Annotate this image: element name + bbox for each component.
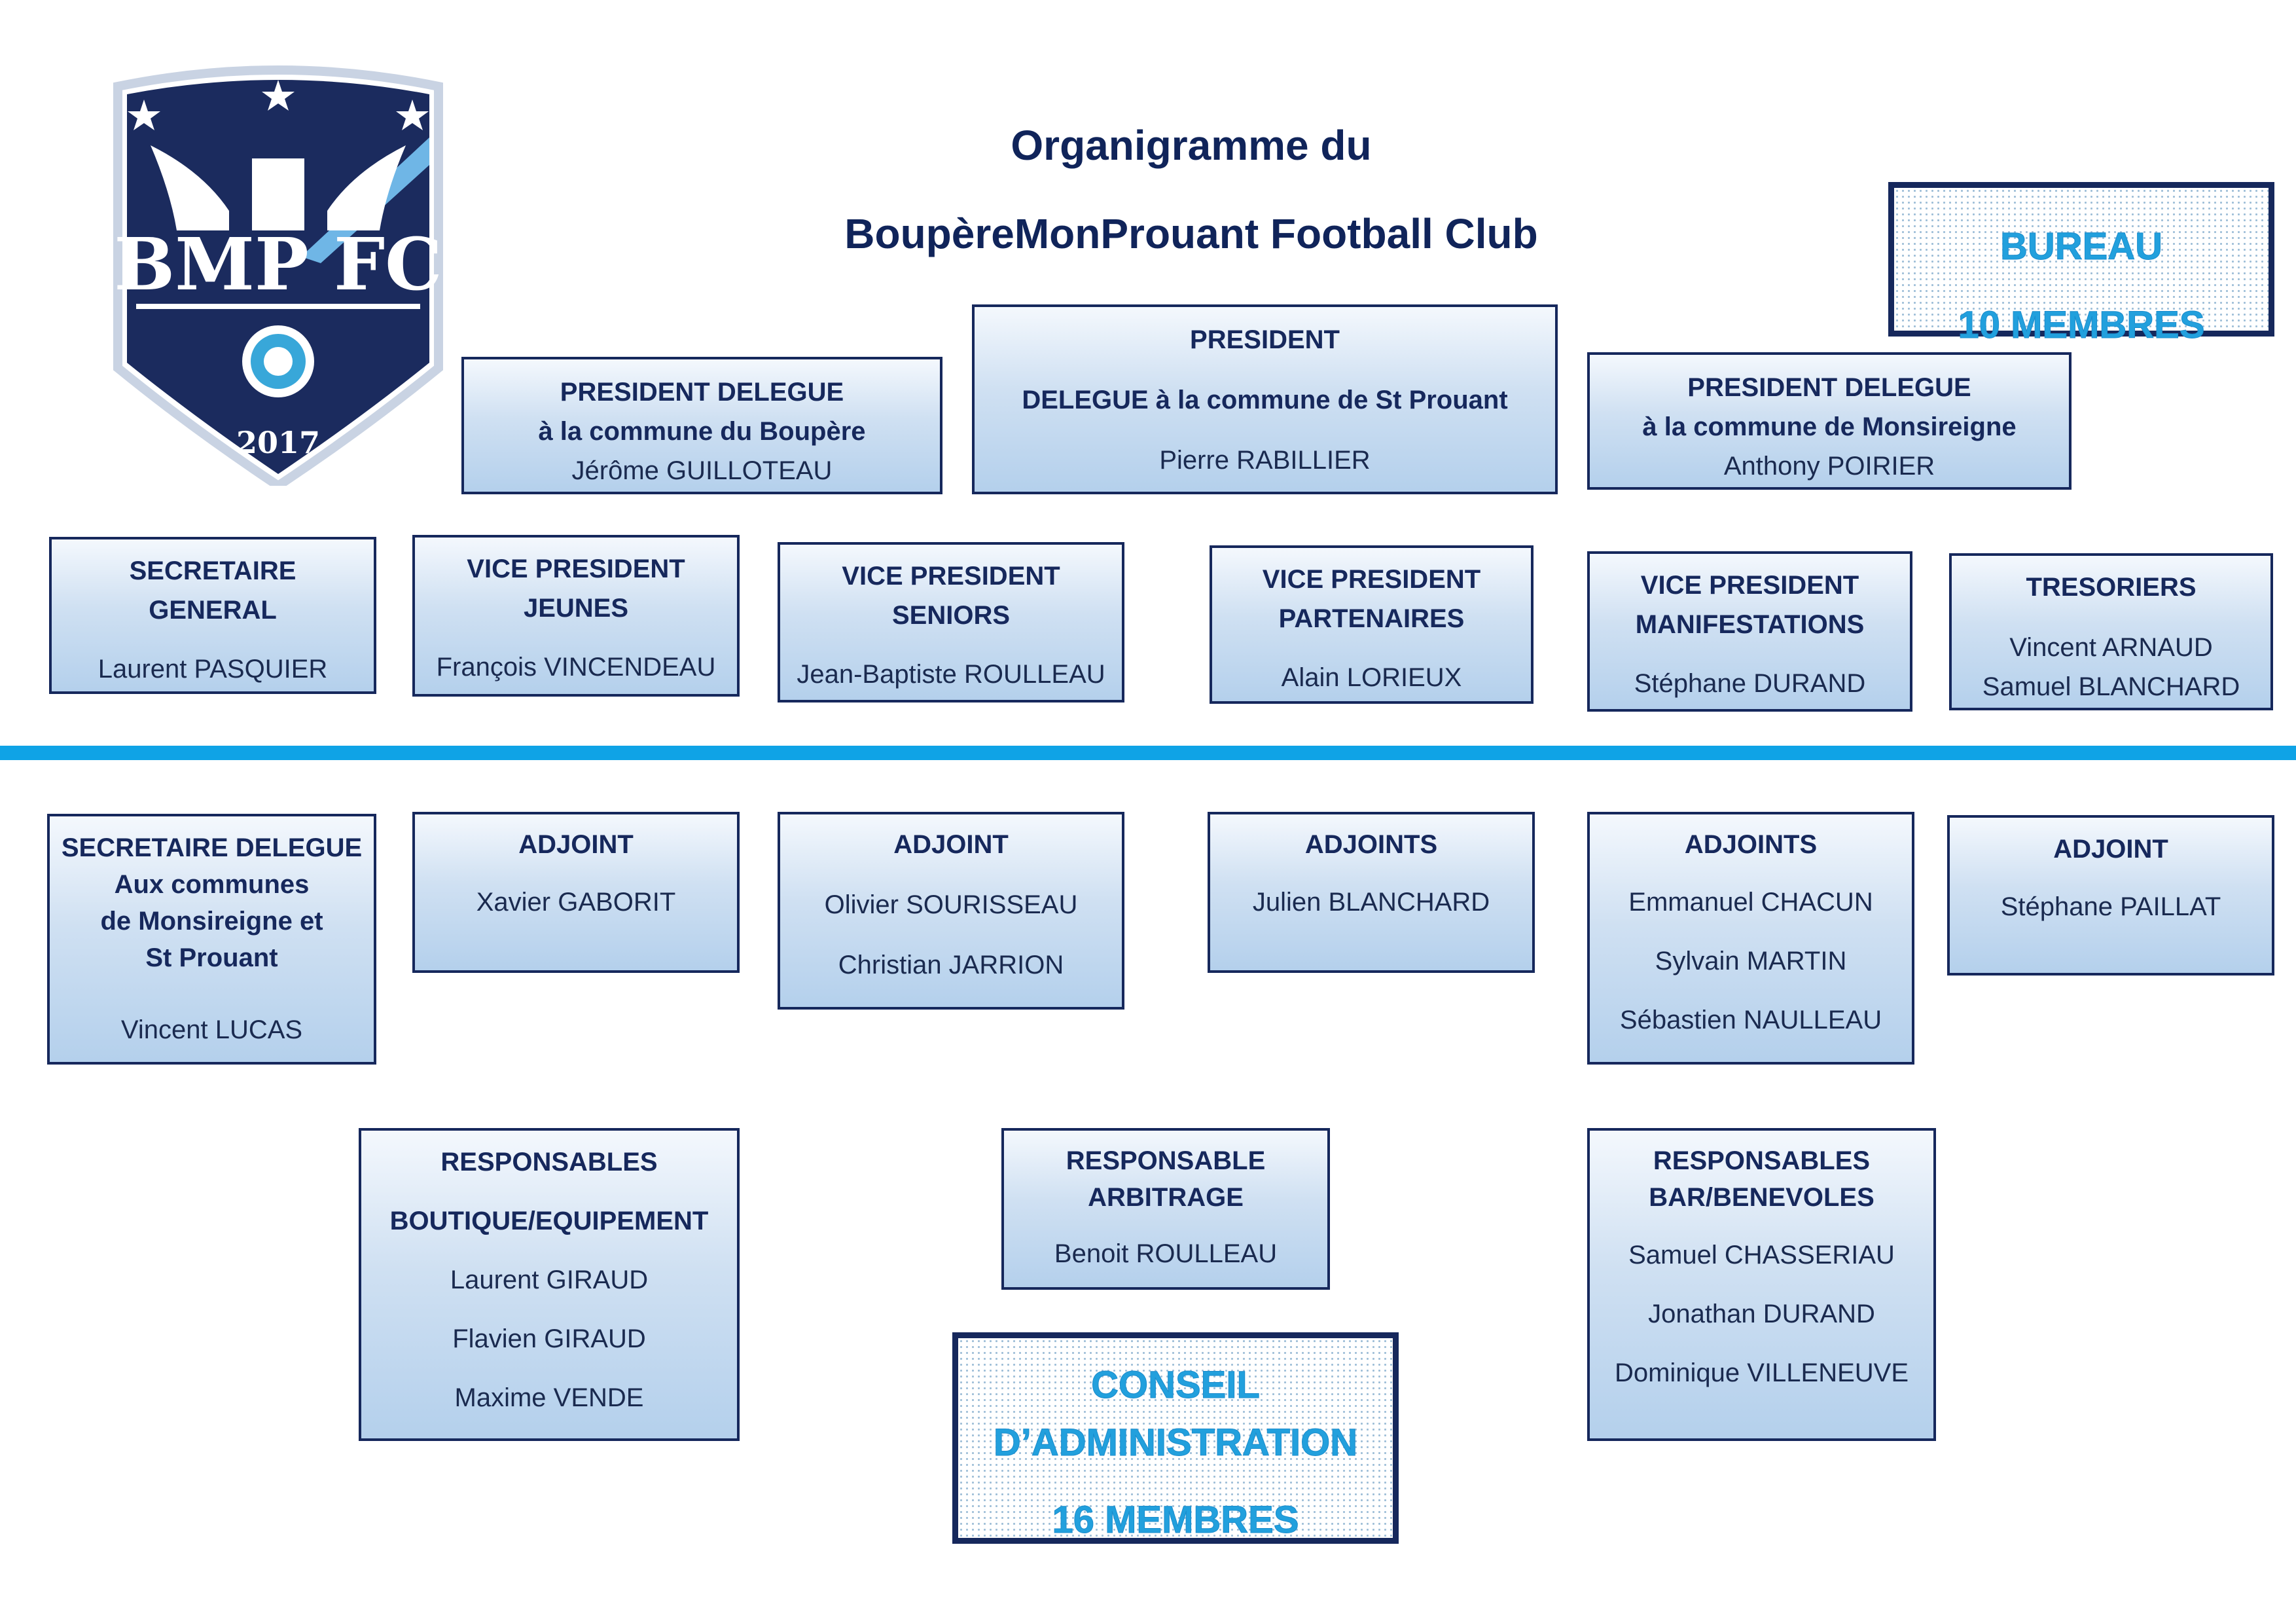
vp-seniors-name: Jean-Baptiste ROULLEAU: [797, 660, 1105, 689]
adjoint-tresorier-box: ADJOINT Stéphane PAILLAT: [1947, 815, 2274, 976]
page-title-line1: Organigramme du: [1011, 122, 1372, 169]
sec-delegue-name: Vincent LUCAS: [120, 1015, 303, 1044]
tresoriers-box: TRESORIERS Vincent ARNAUD Samuel BLANCHA…: [1949, 553, 2273, 710]
resp-boutique-line1: RESPONSABLES: [440, 1148, 658, 1176]
adj-seniors-name-1: Olivier SOURISSEAU: [824, 890, 1078, 919]
adj-manifestations-title: ADJOINTS: [1684, 830, 1818, 859]
resp-boutique-name-2: Flavien GIRAUD: [452, 1324, 646, 1353]
adj-manifestations-name-3: Sébastien NAULLEAU: [1619, 1006, 1882, 1034]
resp-boutique-name-1: Laurent GIRAUD: [450, 1266, 649, 1294]
adj-jeunes-title: ADJOINT: [518, 830, 634, 859]
adj-tresorier-title: ADJOINT: [2053, 835, 2168, 864]
page-title-line2: BoupèreMonProuant Football Club: [844, 210, 1538, 257]
vp-partenaires-box: VICE PRESIDENT PARTENAIRES Alain LORIEUX: [1210, 545, 1534, 704]
sec-delegue-line3: de Monsireigne et: [100, 907, 323, 936]
conseil-label-1: CONSEIL: [1091, 1364, 1261, 1407]
sec-delegue-line2: Aux communes: [114, 870, 310, 899]
adjoint-seniors-box: ADJOINT Olivier SOURISSEAU Christian JAR…: [778, 812, 1124, 1010]
conseil-badge: CONSEIL D’ADMINISTRATION 16 MEMBRES: [952, 1332, 1399, 1544]
vp-jeunes-name: François VINCENDEAU: [436, 653, 716, 682]
bureau-count: 10 MEMBRES: [1958, 304, 2205, 347]
vp-partenaires-line1: VICE PRESIDENT: [1262, 565, 1481, 594]
resp-bar-name-3: Dominique VILLENEUVE: [1614, 1359, 1909, 1387]
resp-bar-line2: BAR/BENEVOLES: [1649, 1183, 1874, 1212]
resp-bar-box: RESPONSABLES BAR/BENEVOLES Samuel CHASSE…: [1587, 1128, 1936, 1441]
bmpfc-logo: BMP FC 2017: [113, 65, 443, 486]
resp-arbitrage-name-1: Benoit ROULLEAU: [1054, 1239, 1278, 1268]
pd-boupere-subtitle: à la commune du Boupère: [538, 417, 866, 446]
adj-jeunes-name-1: Xavier GABORIT: [476, 888, 676, 917]
resp-arbitrage-line2: ARBITRAGE: [1088, 1183, 1244, 1212]
pd-boupere-box: PRESIDENT DELEGUE à la commune du Boupèr…: [461, 357, 942, 494]
sec-delegue-line4: St Prouant: [145, 943, 278, 972]
adj-manifestations-name-1: Emmanuel CHACUN: [1628, 888, 1873, 917]
pd-monsireigne-subtitle: à la commune de Monsireigne: [1642, 412, 2017, 441]
adjoints-manifestations-box: ADJOINTS Emmanuel CHACUN Sylvain MARTIN …: [1587, 812, 1914, 1065]
secretaire-delegue-box: SECRETAIRE DELEGUE Aux communes de Monsi…: [47, 814, 376, 1065]
tresorier-name-1: Vincent ARNAUD: [2009, 633, 2213, 662]
resp-arbitrage-line1: RESPONSABLE: [1066, 1146, 1266, 1175]
vp-seniors-line1: VICE PRESIDENT: [842, 562, 1060, 591]
conseil-count: 16 MEMBRES: [1052, 1499, 1299, 1542]
vp-seniors-line2: SENIORS: [891, 601, 1011, 630]
vp-jeunes-line2: JEUNES: [523, 594, 629, 623]
resp-bar-name-1: Samuel CHASSERIAU: [1628, 1241, 1895, 1269]
vp-partenaires-line2: PARTENAIRES: [1278, 604, 1465, 633]
vp-manifestations-box: VICE PRESIDENT MANIFESTATIONS Stéphane D…: [1587, 551, 1912, 712]
president-subtitle: DELEGUE à la commune de St Prouant: [1022, 386, 1508, 414]
president-name: Pierre RABILLIER: [1159, 446, 1371, 475]
sec-delegue-line1: SECRETAIRE DELEGUE: [61, 833, 363, 862]
vp-jeunes-box: VICE PRESIDENT JEUNES François VINCENDEA…: [412, 535, 740, 697]
tresorier-name-2: Samuel BLANCHARD: [1982, 672, 2240, 701]
resp-boutique-line2: BOUTIQUE/EQUIPEMENT: [389, 1207, 709, 1235]
pd-monsireigne-name: Anthony POIRIER: [1723, 452, 1935, 481]
president-title: PRESIDENT: [1190, 325, 1340, 354]
conseil-label-2: D’ADMINISTRATION: [993, 1421, 1358, 1465]
secretaire-general-box: SECRETAIRE GENERAL Laurent PASQUIER: [49, 537, 376, 694]
vp-manifestations-name: Stéphane DURAND: [1634, 669, 1866, 698]
pd-monsireigne-box: PRESIDENT DELEGUE à la commune de Monsir…: [1587, 352, 2072, 490]
vp-partenaires-name: Alain LORIEUX: [1281, 663, 1462, 692]
vp-manifestations-line1: VICE PRESIDENT: [1640, 571, 1859, 600]
resp-boutique-box: RESPONSABLES BOUTIQUE/EQUIPEMENT Laurent…: [359, 1128, 740, 1441]
adj-partenaires-name-1: Julien BLANCHARD: [1252, 888, 1490, 917]
pd-monsireigne-title: PRESIDENT DELEGUE: [1687, 373, 1971, 402]
logo-text: BMP FC: [114, 222, 442, 306]
secretaire-name: Laurent PASQUIER: [98, 655, 328, 684]
adj-manifestations-name-2: Sylvain MARTIN: [1655, 947, 1847, 976]
secretaire-line1: SECRETAIRE: [129, 556, 296, 585]
resp-arbitrage-box: RESPONSABLE ARBITRAGE Benoit ROULLEAU: [1001, 1128, 1330, 1290]
vp-jeunes-line1: VICE PRESIDENT: [467, 555, 685, 583]
resp-boutique-name-3: Maxime VENDE: [454, 1383, 644, 1412]
resp-bar-line1: RESPONSABLES: [1653, 1146, 1871, 1175]
tresoriers-title: TRESORIERS: [2026, 573, 2197, 602]
adj-partenaires-title: ADJOINTS: [1304, 830, 1438, 859]
vp-seniors-box: VICE PRESIDENT SENIORS Jean-Baptiste ROU…: [778, 542, 1124, 702]
bureau-badge: BUREAU 10 MEMBRES: [1888, 182, 2274, 347]
pd-boupere-title: PRESIDENT DELEGUE: [560, 378, 844, 407]
adjoints-partenaires-box: ADJOINTS Julien BLANCHARD: [1208, 812, 1535, 973]
adj-seniors-name-2: Christian JARRION: [838, 951, 1064, 979]
adj-seniors-title: ADJOINT: [893, 830, 1009, 859]
president-box: PRESIDENT DELEGUE à la commune de St Pro…: [972, 304, 1558, 494]
section-divider: [0, 746, 2296, 760]
pd-boupere-name: Jérôme GUILLOTEAU: [571, 456, 833, 485]
adj-tresorier-name-1: Stéphane PAILLAT: [2000, 892, 2221, 921]
bureau-label: BUREAU: [2000, 225, 2163, 268]
resp-bar-name-2: Jonathan DURAND: [1648, 1300, 1875, 1328]
logo-year: 2017: [236, 425, 320, 460]
secretaire-line2: GENERAL: [149, 596, 277, 625]
vp-manifestations-line2: MANIFESTATIONS: [1635, 610, 1865, 639]
adjoint-jeunes-box: ADJOINT Xavier GABORIT: [412, 812, 740, 973]
